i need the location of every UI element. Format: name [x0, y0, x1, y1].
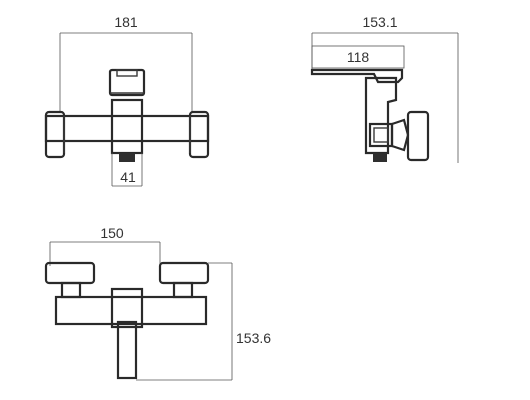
- dimension-spout-reach: 118: [311, 45, 405, 69]
- side-view: 153.1 118: [310, 14, 459, 163]
- left-flange: [44, 110, 66, 159]
- front-view: 181 41: [44, 14, 210, 187]
- outlet: [119, 153, 135, 162]
- wall-flange: [406, 110, 430, 162]
- dimension-outlet-width: 41: [111, 153, 143, 187]
- dimension-label-181: 181: [114, 14, 138, 30]
- horizontal-bar: [44, 114, 210, 143]
- mixer-body: [110, 98, 144, 155]
- dimension-overall-height: 153.6: [136, 262, 271, 381]
- right-flange: [188, 110, 210, 159]
- dimension-label-150: 150: [100, 225, 124, 241]
- dimension-overall-width: 181: [59, 14, 193, 112]
- side-body: [364, 76, 398, 155]
- dimension-overall-depth: 153.1: [311, 14, 459, 163]
- bottom-view: 150 153.6: [44, 225, 271, 381]
- dimension-label-153-6: 153.6: [236, 330, 271, 346]
- side-outlet: [373, 153, 387, 162]
- bottom-right-flange: [158, 261, 210, 285]
- bottom-lever: [116, 320, 138, 380]
- dimension-label-153-1: 153.1: [362, 14, 397, 30]
- bottom-left-connector: [60, 281, 82, 299]
- bottom-horizontal-bar: [54, 295, 208, 326]
- lever-handle: [108, 68, 146, 97]
- bottom-left-flange: [44, 261, 96, 285]
- hex-nut: [390, 118, 410, 152]
- bottom-center-body: [110, 287, 144, 329]
- lever-profile: [310, 68, 404, 84]
- dimension-label-118: 118: [347, 49, 370, 65]
- dimension-label-41: 41: [120, 169, 136, 185]
- bottom-right-connector: [172, 281, 194, 299]
- dimension-inlet-centers: 150: [49, 225, 161, 266]
